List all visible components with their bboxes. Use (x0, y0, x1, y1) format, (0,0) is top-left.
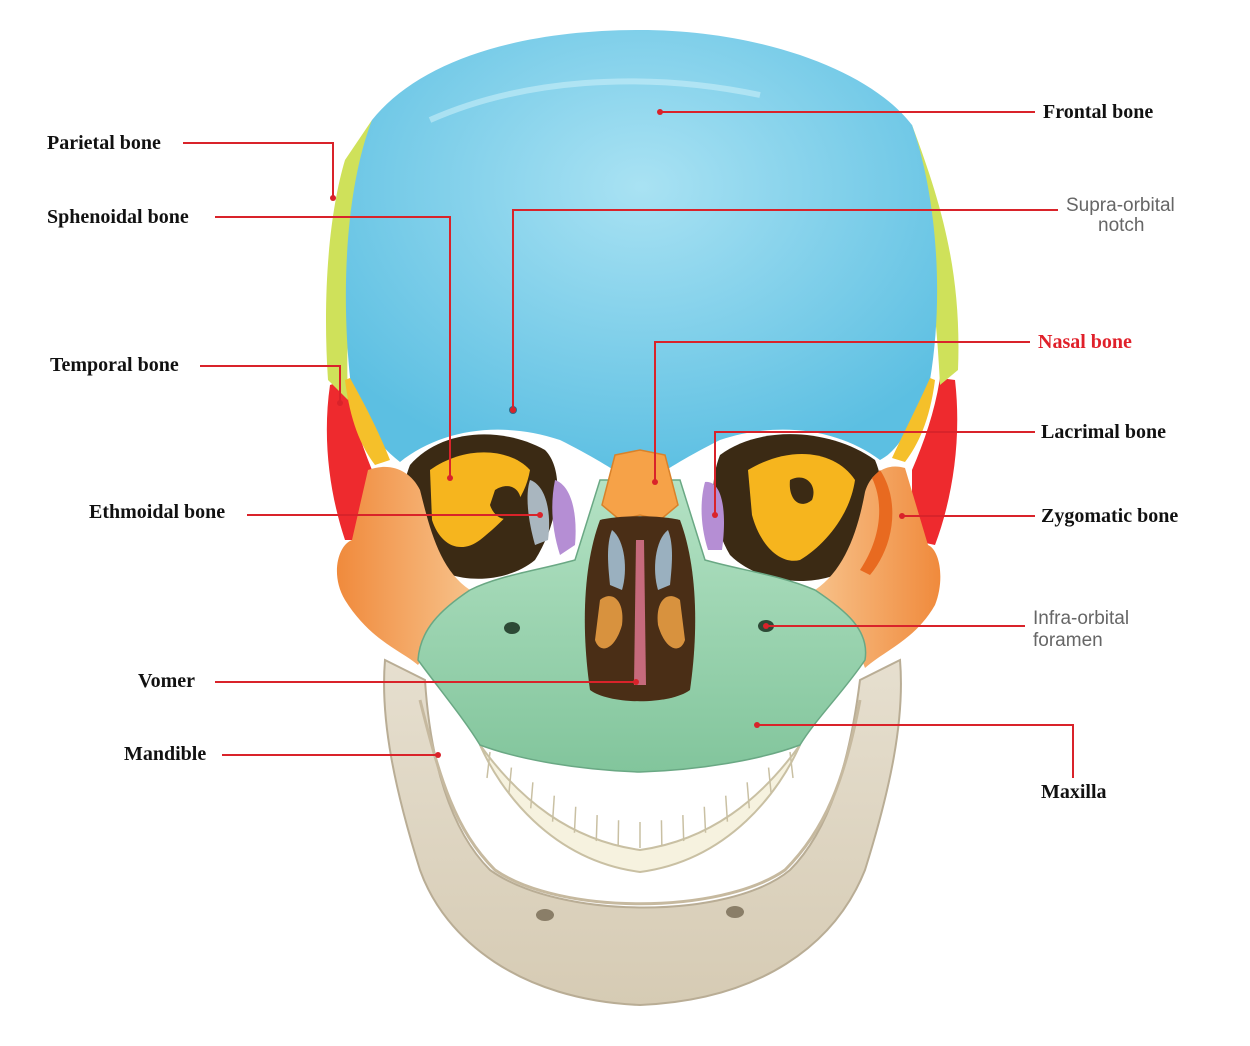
label-supraorbital-line2: notch (1098, 215, 1144, 236)
label-maxilla: Maxilla (1041, 781, 1107, 803)
label-zygomatic-bone: Zygomatic bone (1041, 505, 1178, 527)
label-temporal-bone: Temporal bone (50, 354, 179, 376)
tooth-separator (596, 815, 597, 841)
leader-parietal (183, 143, 333, 198)
label-infraorbital-line2: foramen (1033, 630, 1103, 651)
leader-temporal (200, 366, 340, 403)
label-supraorbital-line1: Supra-orbital (1066, 195, 1175, 216)
label-parietal-bone: Parietal bone (47, 132, 161, 154)
tooth-separator (704, 807, 705, 833)
label-mandible: Mandible (124, 743, 206, 765)
label-nasal-bone: Nasal bone (1038, 331, 1132, 353)
tooth-separator (574, 807, 575, 833)
nasal-bone (602, 450, 678, 520)
label-infraorbital-line1: Infra-orbital (1033, 608, 1129, 629)
label-ethmoidal-bone: Ethmoidal bone (89, 501, 225, 523)
infraorbital-foramen-left (504, 622, 520, 634)
mental-foramen-right (726, 906, 744, 918)
mental-foramen-left (536, 909, 554, 921)
label-vomer: Vomer (138, 670, 195, 692)
label-sphenoidal-bone: Sphenoidal bone (47, 206, 189, 228)
frontal-bone (346, 30, 937, 478)
vomer-bone (634, 540, 646, 685)
ethmoid-bone-left (552, 480, 575, 555)
tooth-separator (683, 815, 684, 841)
label-frontal-bone: Frontal bone (1043, 101, 1153, 123)
label-lacrimal-bone: Lacrimal bone (1041, 421, 1166, 443)
